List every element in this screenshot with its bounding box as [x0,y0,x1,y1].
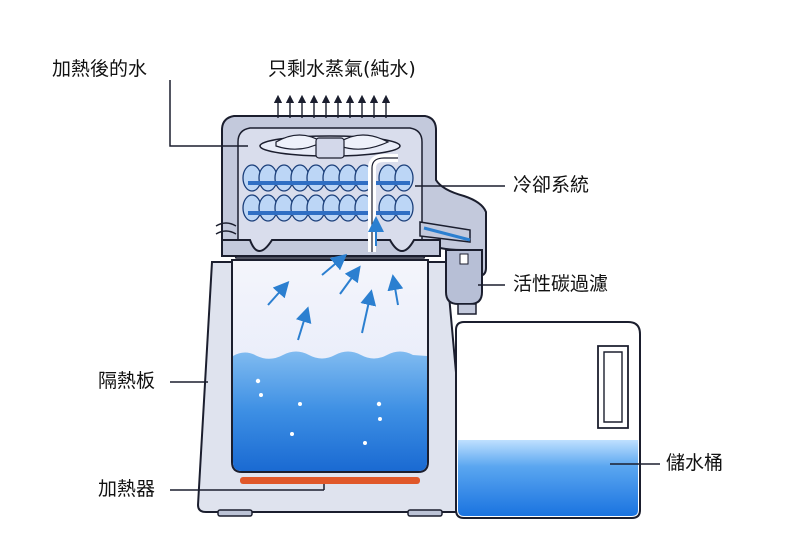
label-insulation-plate: 隔熱板 [98,370,156,392]
boiling-water [233,351,427,471]
lid-rim [221,239,441,257]
storage-bucket [455,321,641,519]
bucket-handle [597,345,629,429]
label-carbon-filter: 活性碳過濾 [513,273,609,295]
distiller-unit [196,94,487,517]
distiller-foot-right [407,509,443,517]
fan [259,134,401,159]
label-heated-water: 加熱後的水 [52,58,148,80]
heater-element [240,477,420,484]
label-storage-bucket: 儲水桶 [666,452,724,474]
steam-escape-arrows [273,94,391,118]
leader-lines [169,80,660,491]
coil-tube-lines [248,181,410,215]
side-vent [215,222,237,235]
vapor-arrows [267,216,404,341]
label-steam-only: 只剩水蒸氣(純水) [268,58,416,80]
water-bubbles [255,378,382,445]
label-heater: 加熱器 [98,478,156,500]
distiller-foot-left [217,509,253,517]
label-cooling-system: 冷卻系統 [513,174,590,196]
bucket-water [458,440,638,516]
